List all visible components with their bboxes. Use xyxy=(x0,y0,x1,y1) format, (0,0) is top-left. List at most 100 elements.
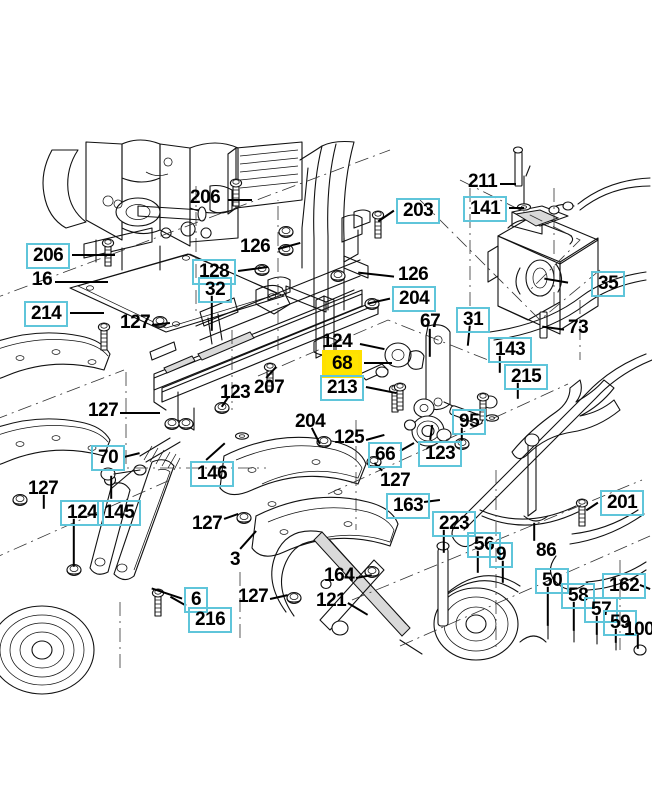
wheel xyxy=(0,605,95,695)
part-callout-127: 127 xyxy=(190,514,224,533)
part-number-text: 215 xyxy=(511,366,542,387)
part-callout-163: 163 xyxy=(386,493,431,519)
part-callout-100: 100 xyxy=(622,620,652,639)
part-number-text: 127 xyxy=(120,312,151,333)
part-callout-128: 128 xyxy=(192,259,237,285)
part-number-text: 203 xyxy=(403,200,434,221)
part-callout-16: 16 xyxy=(30,270,54,289)
part-callout-86: 86 xyxy=(534,541,558,560)
part-callout-204: 204 xyxy=(293,412,327,431)
fender-cowl xyxy=(299,140,355,311)
control-linkage xyxy=(359,324,498,425)
part-number-text: 59 xyxy=(610,612,631,633)
part-number-text: 73 xyxy=(568,317,589,338)
transmission-assembly xyxy=(487,146,651,339)
deck-shell-a xyxy=(0,332,111,379)
part-callout-207: 207 xyxy=(252,378,286,397)
part-callout-124: 124 xyxy=(60,500,105,526)
part-callout-58: 58 xyxy=(561,583,596,609)
part-number-text: 35 xyxy=(598,273,619,294)
misc-brackets xyxy=(341,209,371,279)
part-callout-127: 127 xyxy=(236,587,270,606)
part-number-text: 216 xyxy=(195,609,226,630)
part-callout-66: 66 xyxy=(368,442,403,468)
part-callout-206: 206 xyxy=(188,188,222,207)
leader-line xyxy=(509,207,524,209)
part-number-text: 68 xyxy=(332,353,353,374)
part-callout-32: 32 xyxy=(198,277,233,303)
part-number-text: 125 xyxy=(334,427,365,448)
part-callout-214: 214 xyxy=(24,301,69,327)
part-callout-3: 3 xyxy=(228,550,242,569)
part-number-text: 124 xyxy=(322,331,353,352)
part-number-text: 70 xyxy=(98,447,119,468)
part-callout-146: 146 xyxy=(190,461,235,487)
bottom-right-parts xyxy=(519,624,647,656)
part-callout-215: 215 xyxy=(504,364,549,390)
part-number-text: 162 xyxy=(609,575,640,596)
part-number-text: 58 xyxy=(568,585,589,606)
leader-line xyxy=(533,522,535,541)
part-callout-95: 95 xyxy=(452,409,487,435)
leader-line xyxy=(110,475,112,499)
part-number-text: 66 xyxy=(375,444,396,465)
part-callout-141: 141 xyxy=(463,196,508,222)
engine-base-plate xyxy=(69,253,285,333)
part-number-text: 206 xyxy=(190,187,221,208)
part-number-text: 204 xyxy=(399,288,430,309)
part-number-text: 95 xyxy=(459,411,480,432)
part-callout-68[interactable]: 68 xyxy=(322,350,363,378)
part-number-text: 123 xyxy=(425,443,456,464)
part-number-text: 201 xyxy=(607,492,638,513)
part-number-text: 123 xyxy=(220,382,251,403)
part-callout-6: 6 xyxy=(184,587,209,613)
part-number-text: 16 xyxy=(32,269,53,290)
part-number-text: 31 xyxy=(463,309,484,330)
part-callout-216: 216 xyxy=(188,607,233,633)
leader-line xyxy=(120,412,160,414)
part-callout-59: 59 xyxy=(603,610,638,636)
part-number-text: 127 xyxy=(238,586,269,607)
part-number-text: 204 xyxy=(295,411,326,432)
part-callout-35: 35 xyxy=(591,271,626,297)
part-number-text: 67 xyxy=(420,311,441,332)
leader-line xyxy=(72,254,115,256)
part-callout-9: 9 xyxy=(489,542,514,568)
part-number-text: 164 xyxy=(324,565,355,586)
part-callout-127: 127 xyxy=(118,313,152,332)
part-callout-31: 31 xyxy=(456,307,491,333)
part-callout-223: 223 xyxy=(432,511,477,537)
part-callout-127: 127 xyxy=(378,471,412,490)
part-number-text: 126 xyxy=(240,236,271,257)
part-callout-201: 201 xyxy=(600,490,645,516)
part-number-text: 57 xyxy=(591,599,612,620)
part-number-text: 127 xyxy=(88,400,119,421)
part-number-text: 100 xyxy=(624,619,652,640)
part-number-text: 145 xyxy=(104,502,135,523)
part-number-text: 86 xyxy=(536,540,557,561)
part-number-text: 223 xyxy=(439,513,470,534)
part-callout-123: 123 xyxy=(418,441,463,467)
handlebar-frame xyxy=(451,271,652,591)
leader-line xyxy=(364,362,392,364)
part-number-text: 32 xyxy=(205,279,226,300)
part-number-text: 121 xyxy=(316,590,347,611)
part-callout-124: 124 xyxy=(320,332,354,351)
deck-shell-c xyxy=(219,436,367,507)
part-callout-125: 125 xyxy=(332,428,366,447)
part-callout-206: 206 xyxy=(26,243,71,269)
part-callout-70: 70 xyxy=(91,445,126,471)
part-number-text: 9 xyxy=(496,544,507,565)
part-callout-143: 143 xyxy=(488,337,533,363)
part-number-text: 126 xyxy=(398,264,429,285)
part-callout-213: 213 xyxy=(320,375,365,401)
part-callout-126: 126 xyxy=(238,237,272,256)
part-callout-127: 127 xyxy=(86,401,120,420)
part-number-text: 127 xyxy=(192,513,223,534)
part-number-text: 207 xyxy=(254,377,285,398)
part-callout-67: 67 xyxy=(418,312,442,331)
part-number-text: 128 xyxy=(199,261,230,282)
